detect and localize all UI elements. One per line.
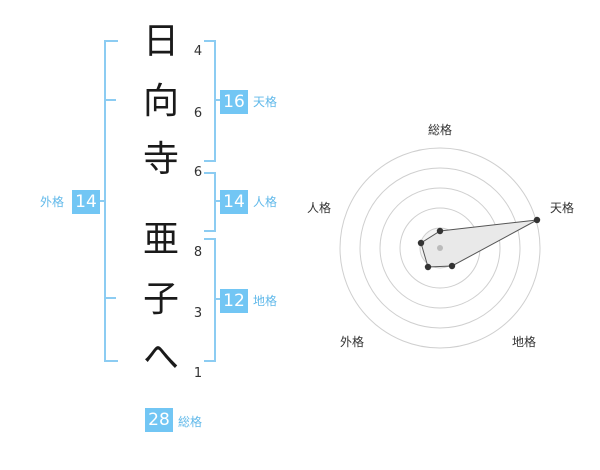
name-char-6: へ	[142, 337, 179, 378]
bracket-tick	[104, 99, 116, 101]
chikaku-bracket	[204, 238, 216, 362]
soukaku-label: 総格	[178, 415, 203, 429]
stroke-count-3: 6	[193, 165, 203, 180]
bracket-connector	[214, 99, 220, 101]
stroke-count-1: 4	[193, 44, 203, 59]
gaikaku-label: 外格	[40, 195, 65, 209]
radar-ring	[379, 187, 501, 309]
tenkaku-value: 16	[220, 90, 248, 114]
name-char-5: 子	[142, 279, 179, 320]
name-char-1: 日	[142, 21, 179, 62]
radar-point-tenkaku	[533, 216, 541, 224]
jinkaku-value: 14	[220, 190, 248, 214]
radar-axis-label-soukaku: 総格	[428, 122, 452, 137]
radar-point-soukaku	[436, 227, 444, 235]
stroke-count-2: 6	[193, 106, 203, 121]
tenkaku-label: 天格	[253, 95, 278, 109]
stroke-count-5: 3	[193, 306, 203, 321]
jinkaku-label: 人格	[253, 195, 278, 209]
bracket-tick	[104, 297, 116, 299]
radar-center-dot	[437, 245, 443, 251]
radar-axis-label-gaikaku: 外格	[340, 334, 364, 349]
radar-axis-label-jinkaku: 人格	[307, 200, 331, 215]
bracket-connector	[214, 200, 220, 202]
radar-ring	[339, 147, 541, 349]
bracket-connector	[98, 200, 106, 202]
radar-point-chikaku	[448, 262, 456, 270]
radar-axis-label-tenkaku: 天格	[550, 200, 574, 215]
jinkaku-bracket	[204, 172, 216, 232]
gaikaku-value: 14	[72, 190, 100, 214]
radar-point-jinkaku	[417, 239, 425, 247]
chikaku-label: 地格	[253, 294, 278, 308]
tenkaku-bracket	[204, 40, 216, 162]
radar-point-gaikaku	[424, 263, 432, 271]
stroke-count-4: 8	[193, 245, 203, 260]
name-char-4: 亜	[142, 219, 179, 260]
chikaku-value: 12	[220, 289, 248, 313]
name-char-3: 寺	[142, 139, 179, 180]
bracket-connector	[214, 298, 220, 300]
stroke-count-6: 1	[193, 366, 203, 381]
soukaku-value: 28	[145, 408, 173, 432]
name-char-2: 向	[142, 81, 179, 122]
radar-axis-label-chikaku: 地格	[512, 334, 536, 349]
radar-ring	[359, 167, 521, 329]
radar-value-area	[420, 219, 538, 268]
